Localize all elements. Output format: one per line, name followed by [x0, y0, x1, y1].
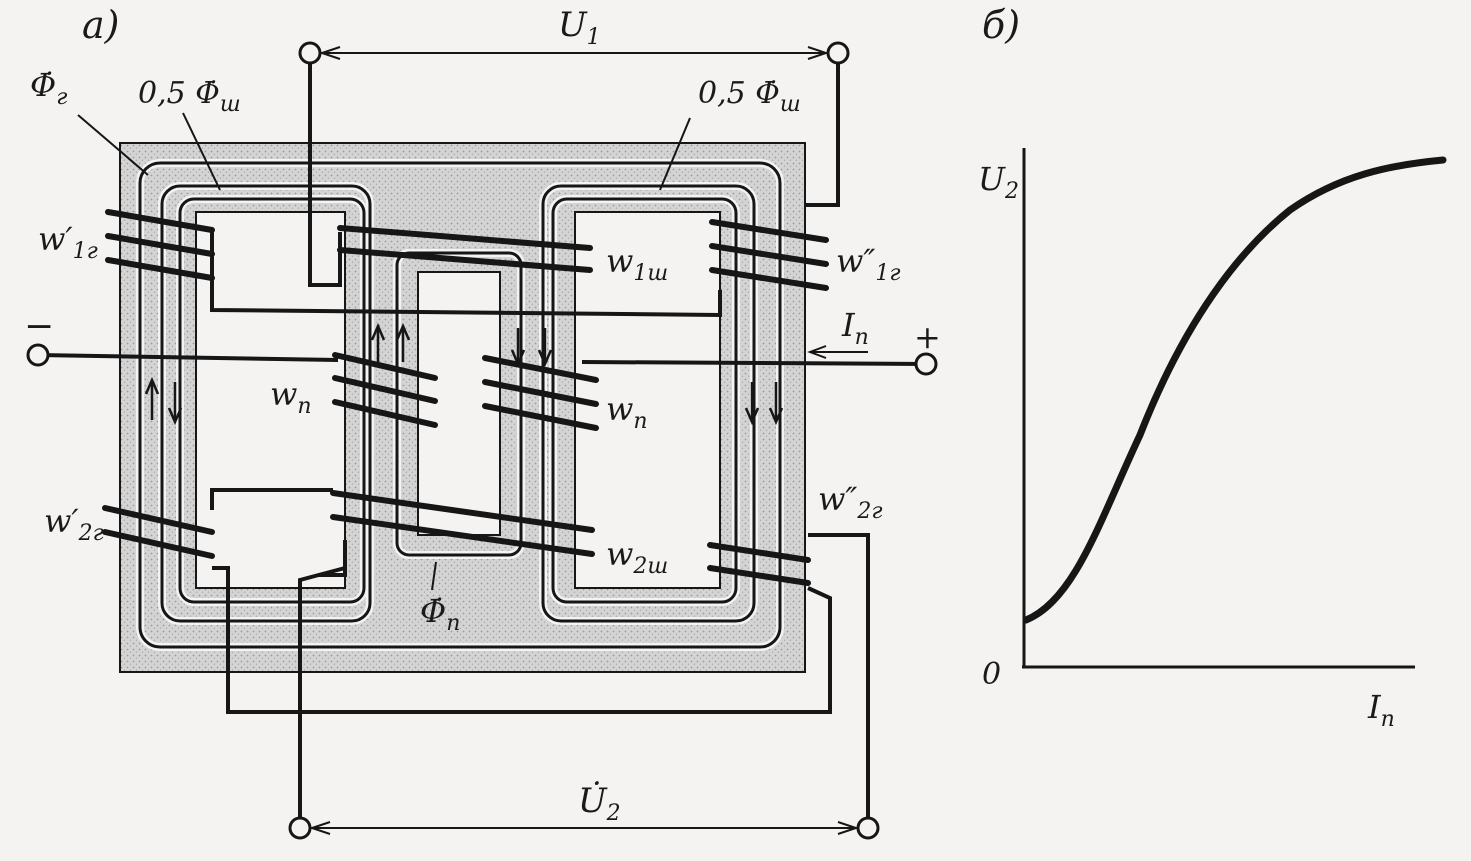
- panel-a-tag: а): [82, 3, 119, 47]
- magnetic-core: [119, 142, 806, 673]
- label-phi-g: Φ̇г: [30, 66, 67, 110]
- labels-panel-a: а) U1 Φ̇г 0,5 Φ̇ш 0,5 Φ̇ш w′1г w1ш w″1г …: [24, 3, 941, 826]
- terminal-u1-left: [298, 41, 322, 65]
- terminal-minus: [26, 343, 50, 367]
- label-w2g-left: w′2г: [44, 502, 104, 546]
- label-half-phi-right: 0,5 Φ̇ш: [698, 76, 801, 117]
- terminal-u2-left: [288, 816, 312, 840]
- label-w1g-left: w′1г: [38, 220, 98, 264]
- characteristic-plot: б) U2 Iп 0: [978, 3, 1447, 732]
- voltage-arrows: [308, 46, 868, 835]
- u2-curve: [1022, 156, 1447, 624]
- label-u2: U̇2: [578, 781, 621, 826]
- x-axis-label: Iп: [1367, 688, 1395, 732]
- label-wp-right: wп: [606, 390, 648, 434]
- label-plus: +: [914, 318, 941, 356]
- flux-lines: [136, 159, 784, 651]
- label-ip: Iп: [841, 306, 869, 350]
- circuit-wires: [37, 55, 927, 826]
- panel-b-tag: б): [982, 3, 1020, 47]
- label-minus: −: [24, 306, 54, 347]
- leader-lines: [77, 112, 691, 591]
- y-axis-label: U2: [978, 160, 1019, 204]
- label-half-phi-left: 0,5 Φ̇ш: [138, 76, 241, 117]
- label-w2sh: w2ш: [606, 535, 668, 579]
- label-u1: U1: [558, 5, 601, 50]
- terminal-u2-right: [856, 816, 880, 840]
- label-wp-left: wп: [270, 375, 312, 419]
- label-phi-p: Φ̇п: [420, 592, 460, 636]
- origin-label: 0: [982, 657, 1001, 692]
- windings: [102, 209, 829, 586]
- terminal-u1-right: [826, 41, 850, 65]
- terminal-plus: [914, 352, 938, 376]
- label-w1sh: w1ш: [606, 242, 668, 286]
- label-w2g-right: w″2г: [818, 480, 882, 524]
- label-w1g-right: w″1г: [836, 242, 900, 286]
- flux-arrows: [144, 322, 784, 426]
